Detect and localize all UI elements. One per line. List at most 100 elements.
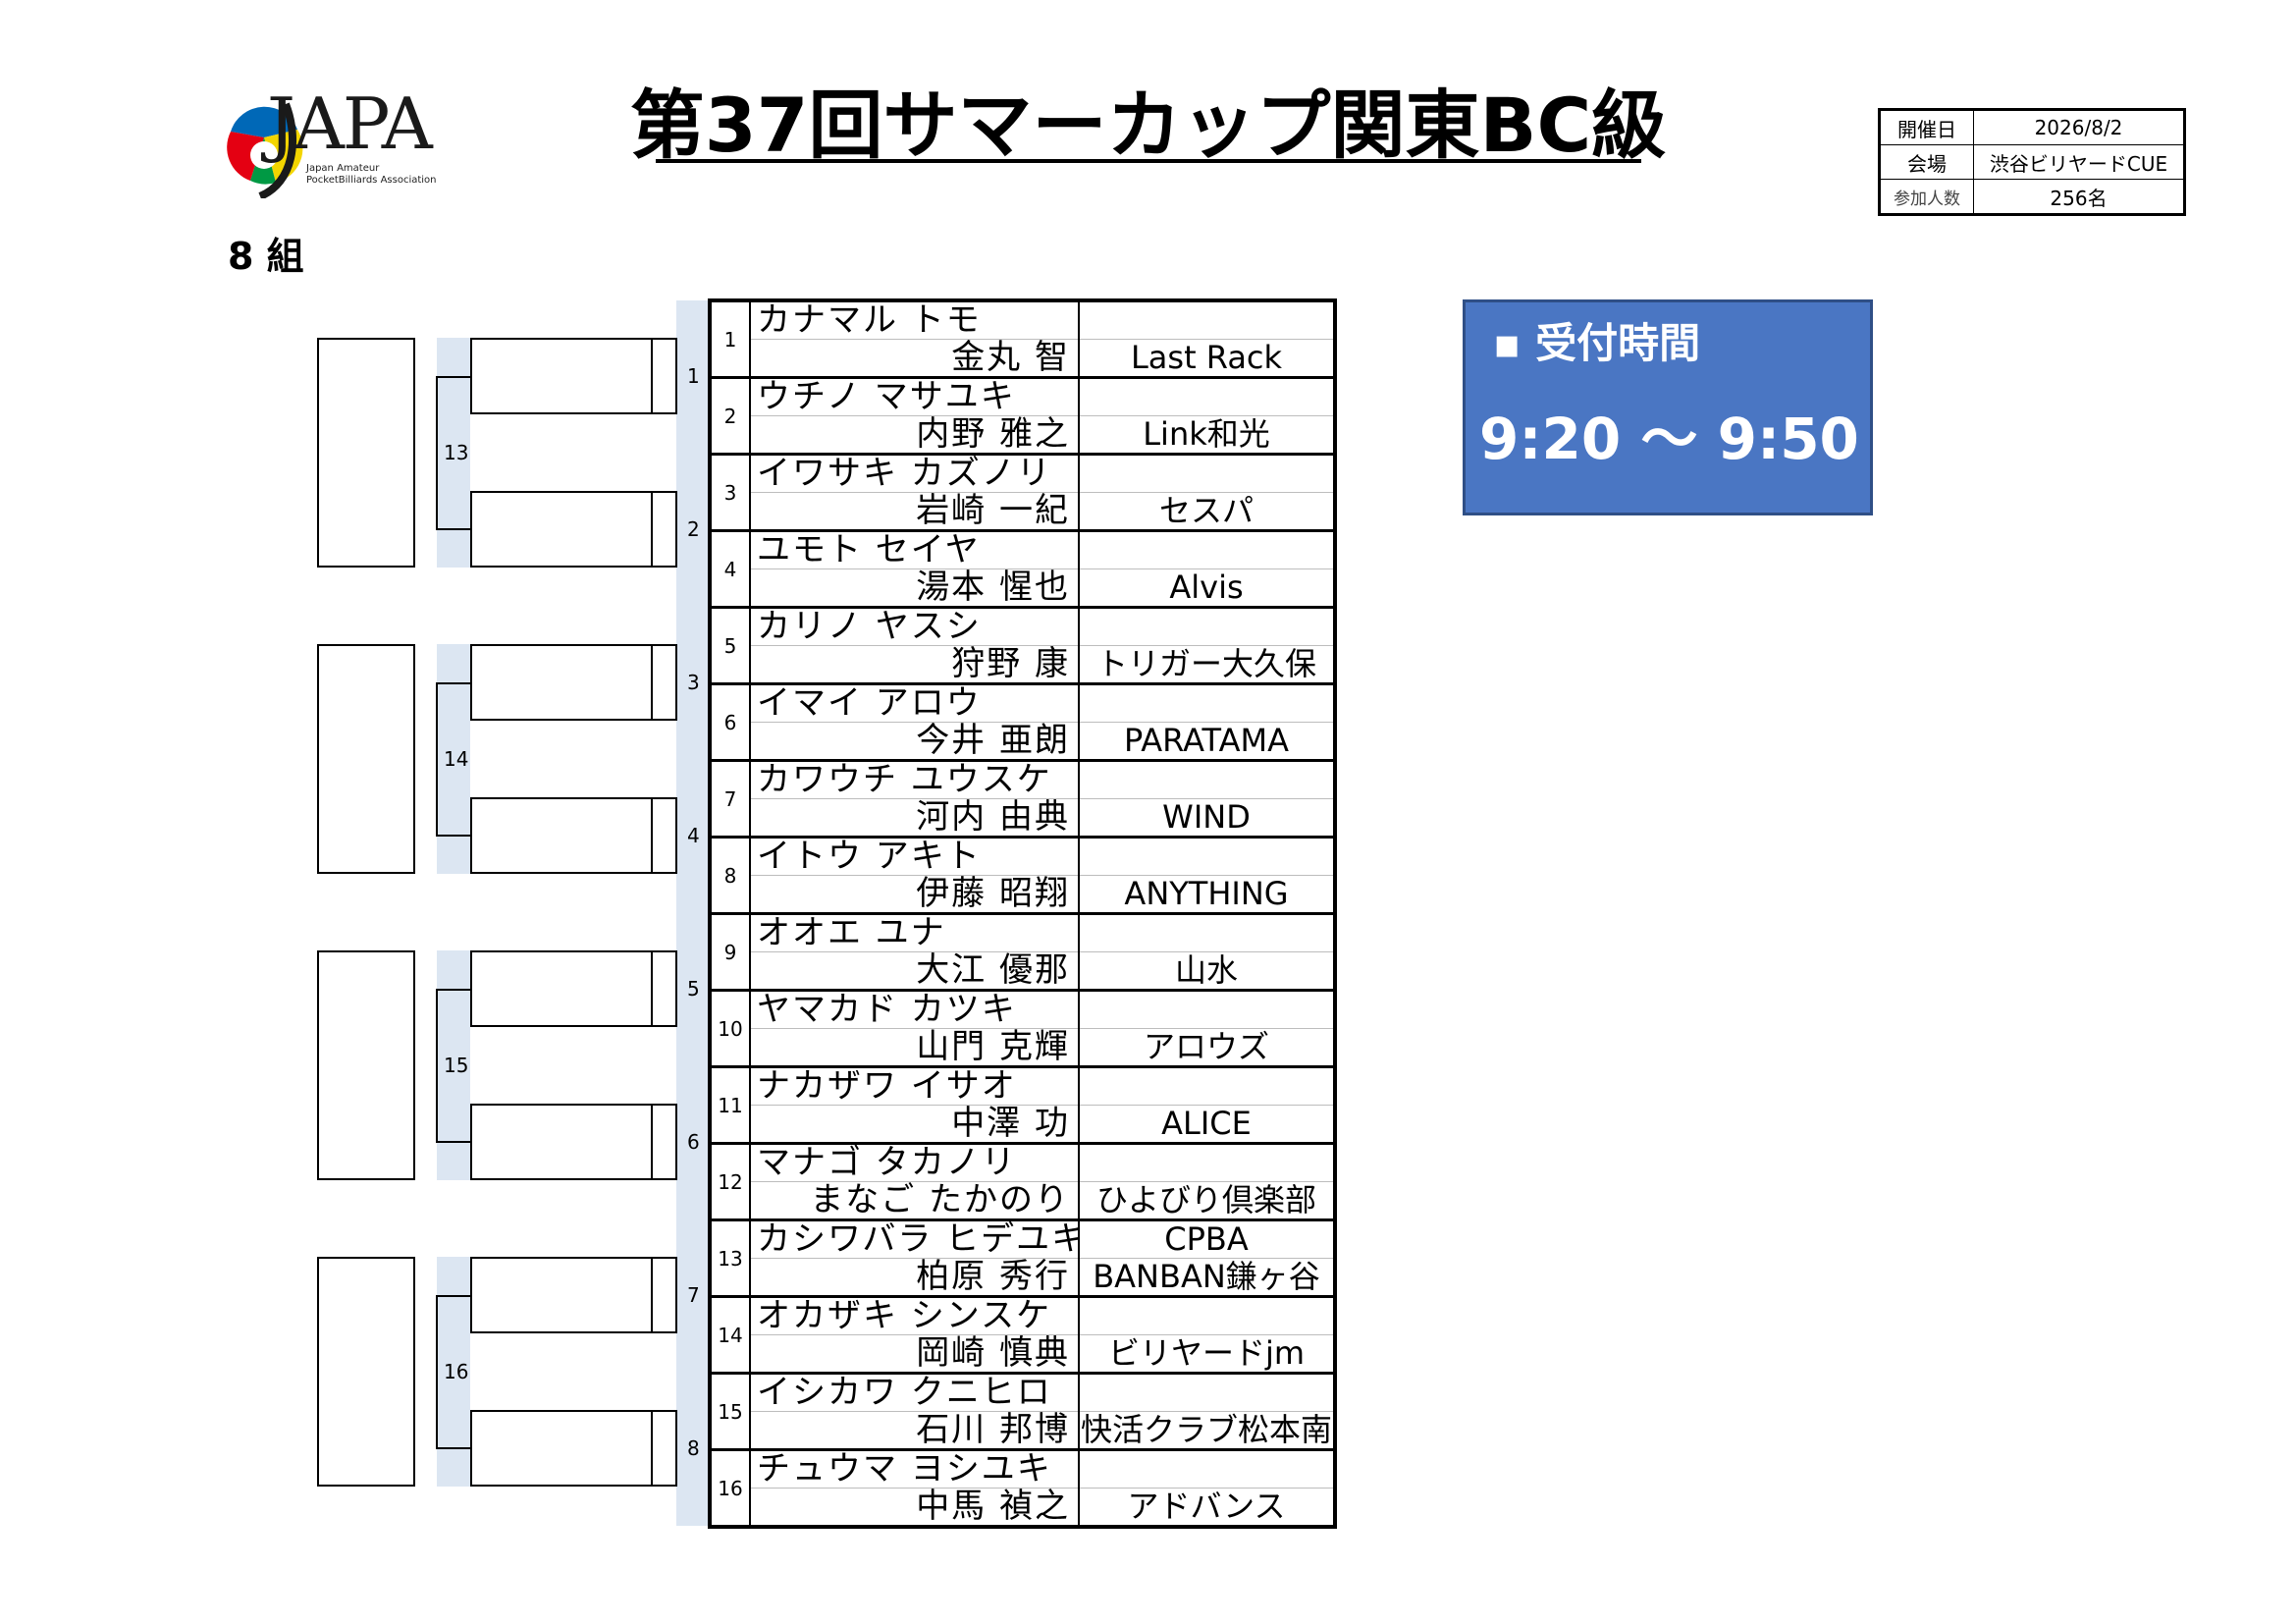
bracket-line xyxy=(436,989,438,1142)
bracket-line xyxy=(653,1025,675,1027)
player-kana: カナマル トモ xyxy=(749,300,1079,340)
player-number: 16 xyxy=(709,1448,751,1529)
player-club-top xyxy=(1078,530,1335,569)
player-club: ALICE xyxy=(1078,1105,1335,1145)
player-club: ビリヤードjm xyxy=(1078,1334,1335,1375)
player-kana: イマイ アロウ xyxy=(749,683,1079,723)
player-number: 3 xyxy=(709,453,751,532)
player-club: 快活クラブ松本南 xyxy=(1078,1411,1335,1451)
bracket-line xyxy=(653,797,675,799)
player-row-bottom: 岡崎 慎典ビリヤードjm xyxy=(710,1334,1335,1375)
player-club: BANBAN鎌ヶ谷 xyxy=(1078,1258,1335,1298)
venue-label: 会場 xyxy=(1879,144,1974,180)
bracket-line xyxy=(675,491,677,568)
bracket-line xyxy=(675,1104,677,1180)
player-kana: イシカワ クニヒロ xyxy=(749,1373,1079,1412)
player-kana: オカザキ シンスケ xyxy=(749,1296,1079,1335)
player-club-top xyxy=(1078,377,1335,416)
bracket-line xyxy=(653,644,675,646)
player-club: WIND xyxy=(1078,798,1335,839)
count-value: 256名 xyxy=(1973,179,2185,215)
bracket-line xyxy=(653,338,675,340)
player-name: 中馬 禎之 xyxy=(749,1488,1079,1529)
bracket-box-final xyxy=(317,338,415,568)
bracket-match-number: 15 xyxy=(444,1054,469,1077)
bracket-line xyxy=(436,682,438,836)
player-number: 8 xyxy=(709,836,751,915)
bracket-match-number: 7 xyxy=(687,1283,700,1307)
player-name: 山門 克輝 xyxy=(749,1028,1079,1068)
player-name: 内野 雅之 xyxy=(749,415,1079,456)
player-kana: カリノ ヤスシ xyxy=(749,607,1079,646)
player-club-top xyxy=(1078,1066,1335,1106)
player-club: PARATAMA xyxy=(1078,722,1335,762)
player-club: Alvis xyxy=(1078,568,1335,609)
bracket-match-number: 1 xyxy=(687,364,700,388)
bracket-line xyxy=(675,797,677,874)
player-number: 7 xyxy=(709,759,751,839)
bracket-box xyxy=(470,338,653,414)
bracket-line xyxy=(653,1331,675,1333)
bracket-line xyxy=(653,1104,675,1106)
bracket-box xyxy=(470,491,653,568)
player-club-top xyxy=(1078,990,1335,1029)
player-club: アドバンス xyxy=(1078,1488,1335,1529)
player-kana: ウチノ マサユキ xyxy=(749,377,1079,416)
bracket-line xyxy=(653,1410,675,1412)
player-club: ANYTHING xyxy=(1078,875,1335,915)
logo-text: JAPA xyxy=(267,82,433,165)
bracket-line xyxy=(436,682,470,684)
player-row-bottom: 山門 克輝アロウズ xyxy=(710,1028,1335,1068)
player-kana: カシワバラ ヒデユキ xyxy=(749,1219,1079,1259)
bracket-match-number: 8 xyxy=(687,1436,700,1460)
bracket-box xyxy=(470,1257,653,1333)
player-row-bottom: まなご たかのりひよびり倶楽部 xyxy=(710,1181,1335,1221)
player-number: 2 xyxy=(709,376,751,456)
player-club: ひよびり倶楽部 xyxy=(1078,1181,1335,1221)
bracket-line xyxy=(436,835,470,837)
bracket-line xyxy=(436,1295,438,1448)
player-kana: イトウ アキト xyxy=(749,837,1079,876)
player-row-bottom: 石川 邦博快活クラブ松本南 xyxy=(710,1411,1335,1451)
bracket-line xyxy=(675,1257,677,1333)
bracket-line xyxy=(653,1178,675,1180)
player-name: 石川 邦博 xyxy=(749,1411,1079,1451)
bracket-line xyxy=(653,719,675,721)
reception-time: 9:20 〜 9:50 xyxy=(1479,406,1859,472)
bracket-line xyxy=(653,872,675,874)
player-kana: ユモト セイヤ xyxy=(749,530,1079,569)
page-title: 第37回サマーカップ関東BC級 xyxy=(629,81,1667,169)
player-name: 柏原 秀行 xyxy=(749,1258,1079,1298)
logo-subtitle-2: PocketBilliards Association xyxy=(306,175,437,186)
bracket-line xyxy=(675,338,677,414)
player-number: 12 xyxy=(709,1142,751,1221)
player-kana: オオエ ユナ xyxy=(749,913,1079,952)
player-name: 今井 亜朗 xyxy=(749,722,1079,762)
bracket-line xyxy=(436,1447,470,1449)
bracket-box-final xyxy=(317,1257,415,1487)
bracket-line xyxy=(436,376,438,529)
venue-value: 渋谷ビリヤードCUE xyxy=(1973,144,2185,180)
player-club-top xyxy=(1078,300,1335,340)
bracket-line xyxy=(653,1257,675,1259)
player-club: Link和光 xyxy=(1078,415,1335,456)
player-club: トリガー大久保 xyxy=(1078,645,1335,685)
bracket-line xyxy=(653,566,675,568)
player-club-top xyxy=(1078,1373,1335,1412)
player-name: 金丸 智 xyxy=(749,339,1079,379)
player-number: 10 xyxy=(709,989,751,1068)
player-kana: チュウマ ヨシユキ xyxy=(749,1449,1079,1489)
player-club-top xyxy=(1078,1296,1335,1335)
player-club-top xyxy=(1078,913,1335,952)
player-number: 4 xyxy=(709,529,751,609)
player-kana: マナゴ タカノリ xyxy=(749,1143,1079,1182)
